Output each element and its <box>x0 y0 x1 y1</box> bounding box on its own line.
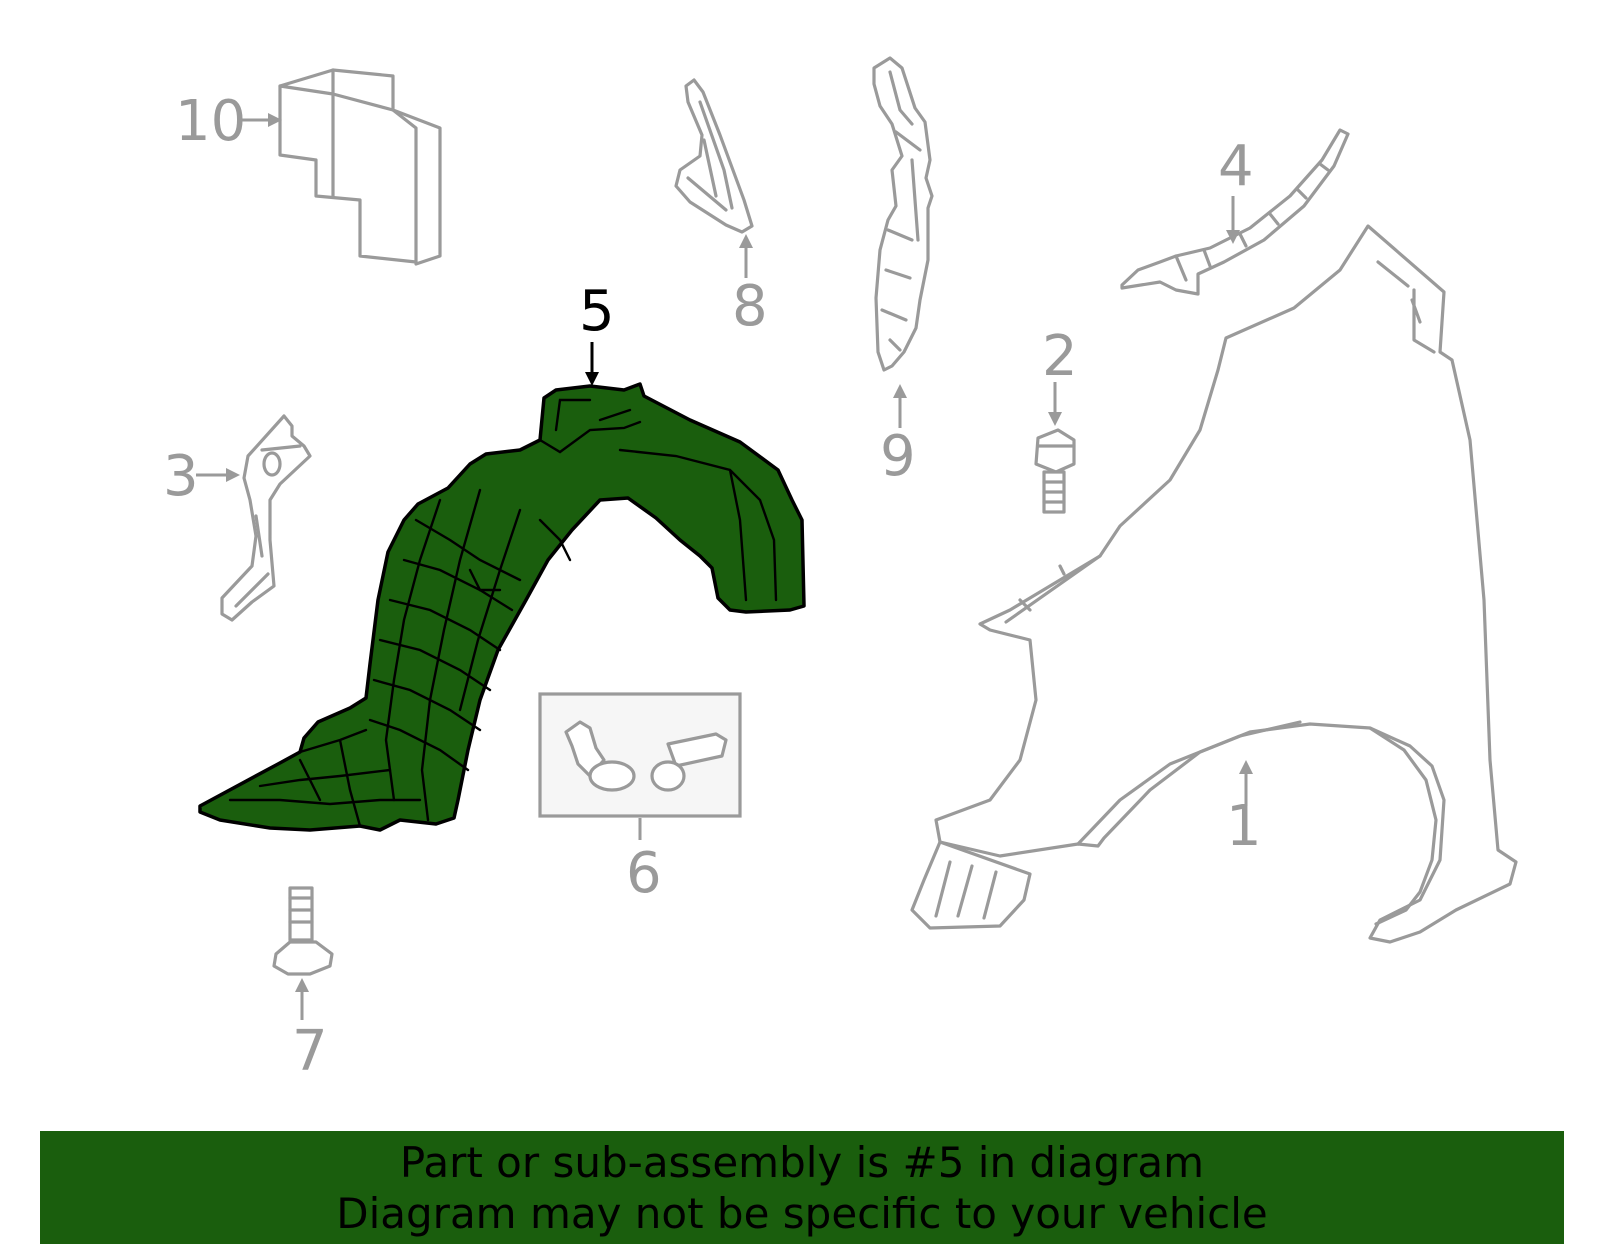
arrow-1 <box>1239 760 1253 774</box>
arrow-7 <box>295 978 309 992</box>
callout-1: 1 <box>1226 794 1262 859</box>
banner-line-1: Part or sub-assembly is #5 in diagram <box>399 1137 1205 1187</box>
part-7-bolt[interactable] <box>272 886 334 976</box>
info-banner: Part or sub-assembly is #5 in diagram Di… <box>40 1131 1564 1244</box>
arrow-5 <box>585 372 599 386</box>
callout-9: 9 <box>880 424 916 489</box>
callout-6: 6 <box>626 841 662 906</box>
arrow-4 <box>1226 230 1240 244</box>
callout-8: 8 <box>732 274 768 339</box>
callout-3: 3 <box>163 444 199 509</box>
part-6-clips-kit[interactable] <box>538 692 742 818</box>
arrow-8 <box>739 234 753 248</box>
callout-7: 7 <box>292 1019 328 1084</box>
part-4-molding[interactable] <box>1120 128 1350 296</box>
arrow-3 <box>226 468 240 482</box>
callout-5: 5 <box>579 279 615 344</box>
callout-2: 2 <box>1042 324 1078 389</box>
part-9-bracket[interactable] <box>872 56 934 372</box>
arrow-10 <box>268 113 282 127</box>
part-3-bracket[interactable] <box>220 414 312 622</box>
part-5-fender-liner[interactable] <box>198 382 806 832</box>
callout-10: 10 <box>175 89 246 154</box>
callout-4: 4 <box>1218 134 1254 199</box>
arrow-9 <box>893 384 907 398</box>
part-10-bracket[interactable] <box>278 68 442 266</box>
part-8-bracket[interactable] <box>674 78 754 234</box>
part-1-fender[interactable] <box>910 224 1518 944</box>
arrow-2 <box>1048 412 1062 426</box>
banner-line-2: Diagram may not be specific to your vehi… <box>336 1188 1268 1238</box>
part-2-bolt[interactable] <box>1034 428 1076 514</box>
parts-diagram: 10 8 9 4 1 2 <box>163 56 1518 1084</box>
